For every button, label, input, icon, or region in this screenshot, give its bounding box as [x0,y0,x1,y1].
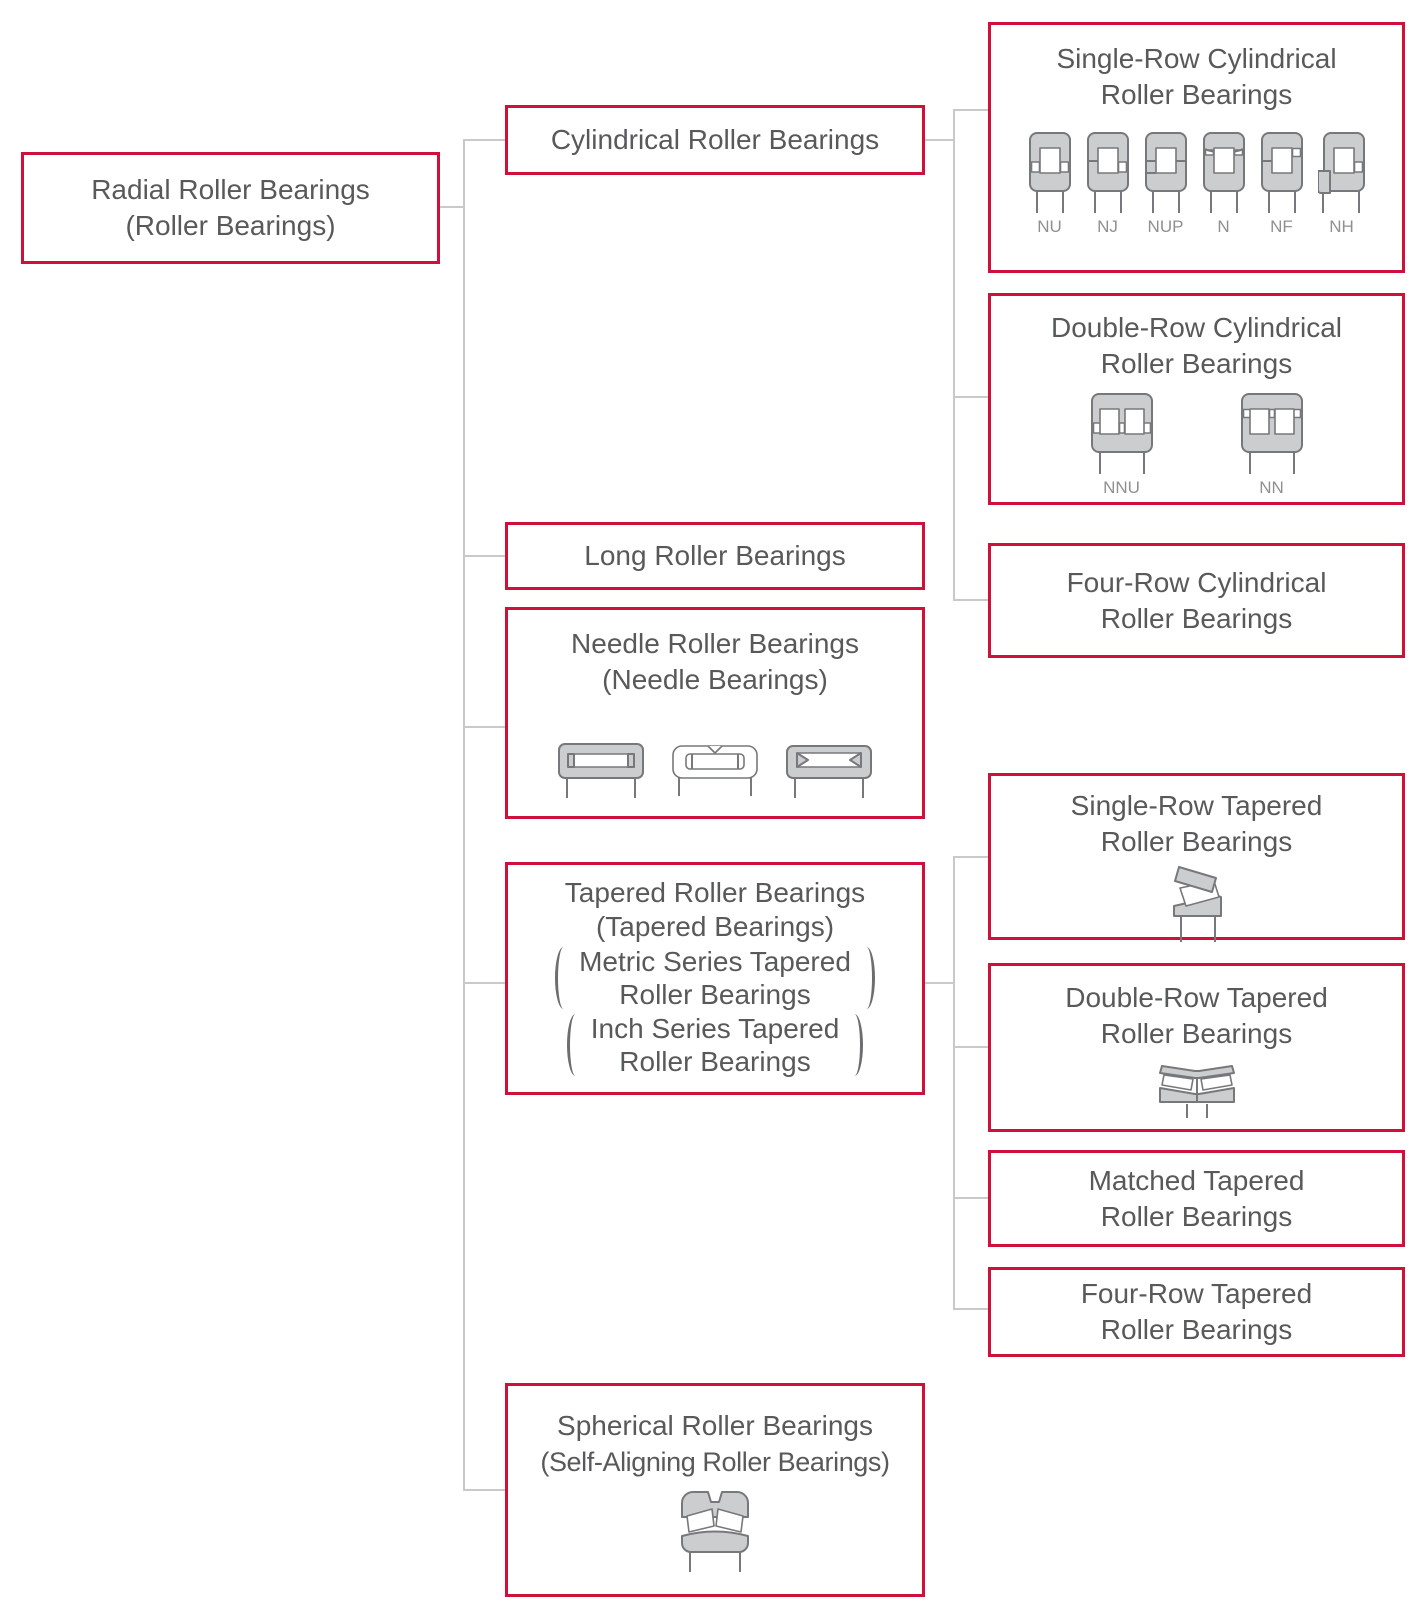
metric-series-group: Metric Series Tapered Roller Bearings [555,945,875,1011]
bearing-type-label: NUP [1147,217,1184,236]
connector-line [463,1489,505,1491]
cylindrical-variant-icons: NU NJ NUP [1028,131,1366,237]
connector-line [925,139,955,141]
node-double-row-cylindrical: Double-Row Cylindrical Roller Bearings N… [988,293,1405,505]
node-title-line: Metric Series Tapered [579,946,851,977]
needle-cage-assembly-bearing-icon [671,740,759,811]
node-radial-roller-bearings: Radial Roller Bearings (Roller Bearings) [21,152,440,264]
needle-drawn-cup-bearing-icon [557,740,645,811]
node-title-line: Cylindrical Roller Bearings [550,124,880,155]
node-title-line: Single-Row Tapered [1070,790,1323,821]
connector-line [953,856,988,858]
bearing-type-label: NN [1259,478,1284,497]
bearing-type-label: NH [1329,217,1354,236]
bearing-nh-icon: NH [1317,131,1366,237]
bearing-type-label: N [1217,217,1230,236]
bearing-nn-icon: NN [1240,392,1304,498]
node-cylindrical-roller-bearings: Cylindrical Roller Bearings [505,105,925,175]
node-title-line: Single-Row Cylindrical [1056,43,1337,74]
node-title-line: Inch Series Tapered [590,1013,840,1044]
bearing-nnu-icon: NNU [1090,392,1154,498]
bearing-type-label: NF [1270,217,1293,236]
bearing-nf-icon: NF [1260,131,1304,237]
node-title-line: Double-Row Tapered [1065,982,1328,1013]
connector-line [953,1046,988,1048]
big-left-paren [566,1014,584,1076]
node-needle-roller-bearings: Needle Roller Bearings (Needle Bearings) [505,607,925,819]
node-double-row-tapered: Double-Row Tapered Roller Bearings [988,963,1405,1132]
node-title-line: Tapered Roller Bearings [564,877,866,908]
connector-line [463,555,505,557]
node-title-line: Roller Bearings [1100,79,1293,110]
node-title-line: Spherical Roller Bearings [557,1410,873,1441]
node-title-line: (Roller Bearings) [125,210,336,241]
connector-line [463,726,505,728]
node-title-line: Roller Bearings [1100,1314,1293,1345]
node-title-line: Four-Row Tapered [1080,1278,1313,1309]
bearing-type-label: NU [1037,217,1062,236]
connector-line [953,856,955,1310]
node-title-line: Roller Bearings [619,1046,811,1077]
node-single-row-cylindrical: Single-Row Cylindrical Roller Bearings N… [988,22,1405,273]
bearing-type-label: NJ [1097,217,1118,236]
big-right-paren [858,947,875,1009]
needle-bearing-icons [557,740,873,811]
connector-line [953,109,988,111]
node-four-row-tapered: Four-Row Tapered Roller Bearings [988,1267,1405,1357]
node-title-line: Radial Roller Bearings [91,174,370,205]
bearing-type-label: NNU [1103,478,1140,497]
node-title-line: Double-Row Cylindrical [1051,312,1342,343]
node-title-line: Roller Bearings [1100,1018,1293,1049]
node-long-roller-bearings: Long Roller Bearings [505,522,925,590]
connector-line [463,139,505,141]
node-title-line: Roller Bearings [1100,1200,1293,1232]
cylindrical-variant-icons: NNU NN [1090,392,1304,498]
spherical-roller-bearing-icon [677,1490,753,1583]
connector-line [953,599,988,601]
connector-line [953,396,988,398]
bearing-nj-icon: NJ [1086,131,1130,237]
node-four-row-cylindrical: Four-Row Cylindrical Roller Bearings [988,543,1405,658]
node-title-line: Roller Bearings [1100,348,1293,379]
bearing-nu-icon: NU [1028,131,1072,237]
connector-line [463,139,465,1491]
connector-line [953,1197,988,1199]
big-left-paren [555,947,572,1009]
bearing-n-icon: N [1202,131,1246,237]
connector-line [925,982,955,984]
needle-machined-ring-bearing-icon [785,740,873,811]
node-matched-tapered: Matched Tapered Roller Bearings [988,1150,1405,1247]
node-spherical-roller-bearings: Spherical Roller Bearings (Self-Aligning… [505,1383,925,1597]
node-title-line: Long Roller Bearings [584,540,846,571]
node-title-line: Roller Bearings [1100,826,1293,857]
node-tapered-roller-bearings: Tapered Roller Bearings (Tapered Bearing… [505,862,925,1095]
big-right-paren [846,1014,864,1076]
node-title-line: Four-Row Cylindrical [1066,566,1327,598]
connector-line [953,109,955,601]
inch-series-group: Inch Series Tapered Roller Bearings [566,1012,864,1078]
node-title-line: Roller Bearings [619,979,811,1010]
node-title-line: (Self-Aligning Roller Bearings) [540,1447,890,1477]
node-title-line: Matched Tapered [1088,1164,1305,1196]
bearing-nup-icon: NUP [1144,131,1188,237]
node-title-line: Needle Roller Bearings [571,628,859,659]
connector-line [953,1308,988,1310]
connector-line [463,982,505,984]
node-single-row-tapered: Single-Row Tapered Roller Bearings [988,773,1405,942]
single-row-tapered-bearing-icon [1169,864,1225,953]
double-row-tapered-bearing-icon [1155,1060,1239,1129]
connector-line [440,206,464,208]
node-title-line: (Needle Bearings) [602,664,828,695]
node-title-line: (Tapered Bearings) [595,911,835,942]
node-title-line: Roller Bearings [1100,602,1293,634]
